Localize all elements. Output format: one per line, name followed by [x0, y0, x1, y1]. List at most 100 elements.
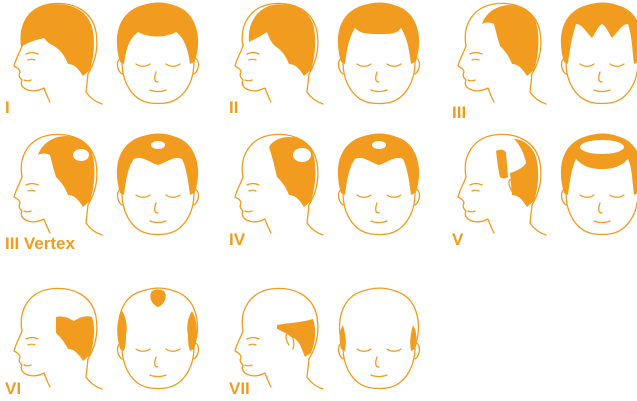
mouth [594, 221, 610, 223]
side-hair [269, 137, 315, 207]
side-profile-head [458, 134, 546, 235]
nose [599, 203, 602, 213]
head-outline [340, 288, 419, 389]
left-eye [136, 349, 150, 351]
side-hair [38, 136, 94, 207]
stage-group [14, 134, 199, 235]
stage-label: VI [5, 379, 21, 398]
nose [155, 72, 158, 82]
side-hair [496, 139, 538, 207]
mouth [245, 211, 252, 212]
bald-spot [73, 149, 89, 161]
mouth [371, 221, 387, 223]
brow [26, 184, 38, 186]
side-hair [277, 319, 315, 357]
side-profile-head [235, 3, 323, 104]
side-profile-head [458, 3, 546, 104]
front-hair [340, 325, 417, 351]
stage-group [235, 3, 420, 104]
brow [470, 184, 482, 186]
nose [155, 357, 158, 367]
face-profile [235, 46, 271, 102]
front-view-head [117, 134, 199, 235]
front-hair [117, 3, 197, 64]
side-profile-head [235, 134, 323, 235]
face-profile [14, 177, 50, 233]
bald-spot [372, 141, 386, 149]
right-eye [610, 64, 624, 66]
mouth [468, 211, 475, 212]
nose [376, 72, 379, 82]
front-view-head [561, 134, 637, 235]
side-profile-head [235, 288, 323, 389]
nose [376, 203, 379, 213]
bald-spot [293, 148, 311, 162]
mouth [24, 211, 31, 212]
side-profile-head [14, 134, 102, 235]
right-eye [387, 349, 401, 351]
side-hair [56, 316, 94, 361]
side-profile-head [14, 288, 102, 389]
front-view-head [561, 3, 637, 104]
stage-label: III Vertex [5, 234, 75, 253]
mouth [371, 90, 387, 92]
right-eye [166, 195, 180, 197]
eye [472, 190, 479, 191]
front-view-head [338, 3, 420, 104]
left-eye [580, 64, 594, 66]
stage-group [235, 288, 420, 389]
mouth [150, 90, 166, 92]
right-eye [166, 64, 180, 66]
eye [249, 190, 256, 191]
front-hair [338, 3, 418, 64]
side-hair [20, 4, 93, 76]
stage-label: V [452, 230, 464, 249]
stage-group [235, 134, 420, 235]
mouth [245, 365, 252, 366]
front-view-head [338, 134, 420, 235]
left-eye [136, 64, 150, 66]
brow [247, 338, 259, 340]
left-eye [357, 349, 371, 351]
stage-label: II [229, 98, 238, 117]
face-profile [458, 177, 494, 233]
front-view-head [117, 3, 199, 104]
bald-spot [580, 140, 624, 154]
stage-group [458, 134, 637, 235]
nose [376, 357, 379, 367]
mouth [24, 365, 31, 366]
stage-label: IV [229, 230, 246, 249]
stage-label: III [452, 103, 466, 122]
front-view-head [117, 288, 198, 389]
mouth [371, 375, 387, 377]
left-eye [136, 195, 150, 197]
mouth [468, 80, 475, 81]
mouth [24, 80, 31, 81]
eye [249, 344, 256, 345]
front-hair [561, 3, 637, 64]
brow [26, 338, 38, 340]
brow [247, 53, 259, 55]
eye [28, 59, 35, 60]
nose [155, 203, 158, 213]
stage-group [14, 3, 199, 104]
mouth [150, 221, 166, 223]
right-eye [387, 64, 401, 66]
right-eye [387, 195, 401, 197]
mouth [594, 90, 610, 92]
mouth [150, 375, 166, 377]
left-eye [580, 195, 594, 197]
side-hair [482, 5, 538, 76]
face-profile [14, 46, 50, 102]
mouth [245, 80, 252, 81]
side-hair [249, 4, 315, 76]
stage-group [14, 288, 199, 389]
face-profile [235, 177, 271, 233]
stage-group [458, 3, 637, 104]
eye [28, 344, 35, 345]
side-profile-head [14, 3, 102, 104]
front-view-head [339, 288, 420, 389]
stage-label: VII [229, 379, 250, 398]
brow [247, 184, 259, 186]
